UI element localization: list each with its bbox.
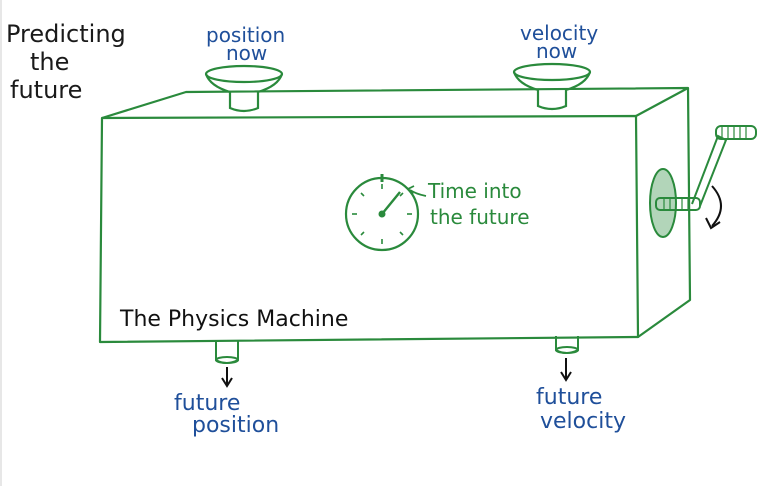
velocity-output-arrowhead (560, 371, 572, 382)
machine-side-face (637, 87, 692, 338)
title-line-3: future (10, 76, 82, 104)
time-dial (344, 174, 427, 252)
position-funnel (204, 64, 284, 113)
velocity-now-line-1: velocity (520, 21, 598, 45)
output-arrows (221, 358, 572, 388)
clock-label-line-2: the future (430, 205, 530, 229)
title-line-2: the (30, 48, 69, 76)
time-into-future-label: Time into the future (427, 179, 530, 229)
future-position-line-2: position (192, 413, 279, 438)
velocity-now-label: velocity now (520, 21, 598, 63)
position-output-spout (215, 341, 239, 364)
dial-pointer-arrow (409, 189, 427, 197)
velocity-funnel (512, 62, 592, 111)
future-position-line-1: future (174, 391, 240, 416)
future-velocity-label: future velocity (536, 385, 626, 434)
dial-ticks (352, 184, 412, 244)
crank-arm (691, 134, 728, 207)
position-now-line-2: now (226, 41, 267, 65)
clock-label-line-1: Time into (427, 179, 522, 203)
future-velocity-line-2: velocity (540, 409, 626, 434)
diagram-title: Predicting the future (6, 20, 126, 104)
crank-handle (649, 125, 757, 238)
machine-top-face (101, 86, 690, 120)
dial-pointer-arrowhead (406, 185, 415, 195)
position-output-arrowhead (221, 377, 233, 388)
position-now-label: position now (206, 23, 285, 65)
machine-name: The Physics Machine (119, 307, 348, 332)
crank-grip (715, 125, 757, 140)
crank-disc (649, 168, 677, 238)
rotation-arrow (705, 185, 722, 230)
dial-center (378, 210, 386, 218)
velocity-output-spout (555, 336, 579, 354)
title-line-1: Predicting (6, 20, 126, 48)
velocity-now-line-2: now (536, 39, 577, 63)
future-velocity-line-1: future (536, 385, 602, 410)
dial-hand (381, 191, 401, 215)
future-position-label: future position (174, 391, 279, 438)
machine-box (98, 86, 692, 344)
position-now-line-1: position (206, 23, 285, 47)
